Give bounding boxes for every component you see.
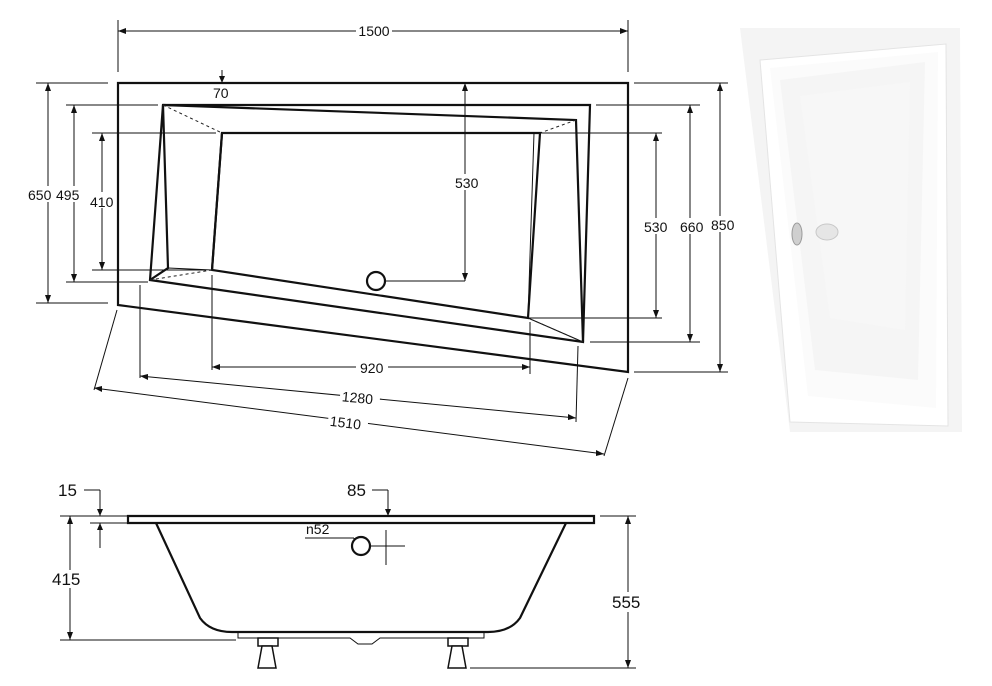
tub-basin-left [210,132,224,271]
dim-bottom-mid: 1280 [341,388,374,407]
dim-left-outer: 650 [28,187,52,203]
dim-rim-top: 70 [213,85,229,101]
foot-right-top [447,637,469,647]
top-view-drawing: 1500 70 650 495 410 530 [26,20,740,457]
dim-left-mid: 495 [56,187,80,203]
bathtub-photo [740,28,962,432]
tub-rim-inner-edge [162,103,585,343]
dim-right-outer: 850 [711,217,735,233]
drain-hole [365,270,387,292]
corner-diag-bl [149,269,213,281]
overflow-icon [791,222,803,246]
overflow-hole [350,535,372,557]
dim-right-mid: 660 [680,219,704,235]
dim-bottom-outer: 1510 [329,413,362,433]
dim-inner-depth: 415 [52,570,80,589]
corner-diag-br [527,317,584,343]
tub-outer-contour [116,81,630,374]
dim-center-depth: 530 [455,175,479,191]
side-rim [126,514,596,525]
drain-icon [815,223,839,241]
foot-left-top [257,637,279,647]
side-view-drawing: n52 15 85 415 555 [50,481,646,669]
foot-left [257,645,277,669]
dim-total-height: 555 [612,593,640,612]
dim-overall-width: 1500 [358,23,389,39]
dim-right-inner: 530 [644,219,668,235]
dim-overflow-diameter: n52 [306,521,330,537]
corner-diag-tl [162,104,223,134]
dim-bottom-inner: 920 [360,360,384,376]
corner-diag-tr [539,119,577,134]
tub-right-slope [527,132,584,343]
foot-right [447,645,467,669]
dim-left-inner: 410 [90,194,114,210]
side-body [155,522,567,634]
dim-rim-thickness: 15 [58,481,77,500]
dim-overflow-offset: 85 [347,481,366,500]
